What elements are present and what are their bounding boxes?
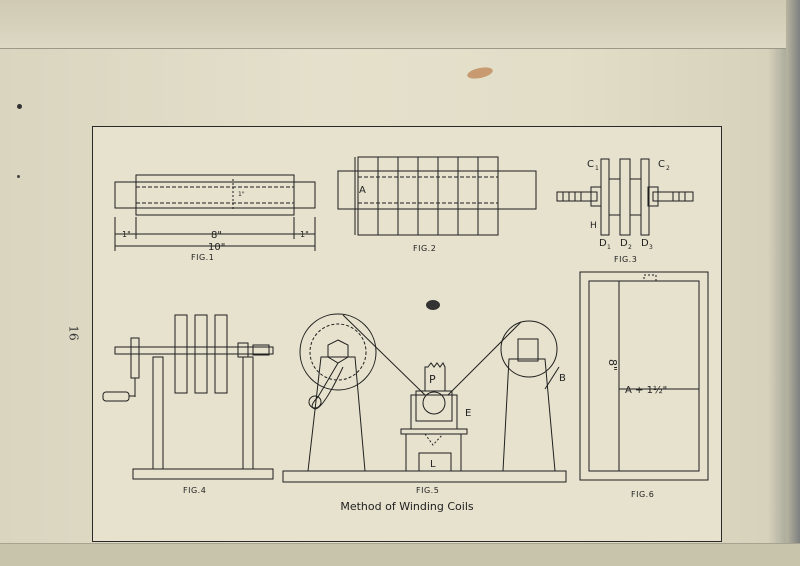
fig2-label: FIG.2 bbox=[413, 244, 436, 253]
fig1-dim-mid: 8" bbox=[211, 230, 222, 241]
page-number: 16 bbox=[66, 325, 81, 341]
fig5-l: L bbox=[430, 459, 436, 470]
fig3-d1: D bbox=[599, 238, 607, 249]
fig2-dim-a: A bbox=[359, 185, 366, 196]
fig5-e: E bbox=[465, 408, 471, 419]
fig5-p: P bbox=[429, 373, 436, 386]
figure-1: 1" 1" 8" 1" 10" FIG.1 bbox=[114, 174, 316, 262]
fig6-dim-width: A + 1½" bbox=[625, 384, 667, 396]
fig5-label: FIG.5 bbox=[416, 486, 439, 495]
fig3-c2: C bbox=[658, 159, 665, 170]
figure-5: B P E L FIG.5 bbox=[282, 313, 567, 495]
dot-mark bbox=[17, 175, 20, 178]
fig1-dim-left: 1" bbox=[122, 230, 131, 239]
illustration-plate: 1" 1" 8" 1" 10" FIG.1 bbox=[92, 126, 722, 542]
fig4-label: FIG.4 bbox=[183, 486, 206, 495]
fig3-h: H bbox=[590, 221, 597, 231]
fig3-c2-sub: 2 bbox=[666, 165, 670, 172]
plate-caption: Method of Winding Coils bbox=[340, 500, 474, 513]
ink-blot bbox=[426, 300, 440, 310]
book-cover-edge bbox=[786, 0, 800, 565]
figure-6: 8" A + 1½" FIG.6 bbox=[579, 271, 709, 499]
fig1-dim-right: 1" bbox=[300, 230, 309, 239]
stain-mark bbox=[466, 65, 494, 81]
fig6-dim-height: 8" bbox=[606, 359, 619, 371]
fig3-d2-sub: 2 bbox=[628, 244, 632, 251]
figure-2: A FIG.2 bbox=[337, 156, 537, 253]
figure-4: FIG.4 bbox=[102, 314, 274, 495]
figure-3: C 1 C 2 H D 1 D 2 D 3 FIG.3 bbox=[556, 158, 694, 264]
page-bottom-edge bbox=[0, 543, 800, 566]
fig3-d2: D bbox=[620, 238, 628, 249]
fig1-label: FIG.1 bbox=[191, 253, 214, 262]
fig3-d1-sub: 1 bbox=[607, 244, 611, 251]
fig1-dim-total: 10" bbox=[208, 242, 225, 253]
fig3-label: FIG.3 bbox=[614, 255, 637, 264]
coil-winding-drawings: 1" 1" 8" 1" 10" FIG.1 bbox=[102, 156, 709, 499]
previous-page-edge bbox=[0, 0, 790, 49]
fig1-dim-dia: 1" bbox=[238, 191, 245, 198]
dot-mark bbox=[17, 104, 22, 109]
fig3-d3-sub: 3 bbox=[649, 244, 653, 251]
fig3-d3: D bbox=[641, 238, 649, 249]
fig3-c1-sub: 1 bbox=[595, 165, 599, 172]
fig5-b: B bbox=[559, 373, 566, 384]
fig3-c1: C bbox=[587, 159, 594, 170]
fig6-label: FIG.6 bbox=[631, 490, 654, 499]
